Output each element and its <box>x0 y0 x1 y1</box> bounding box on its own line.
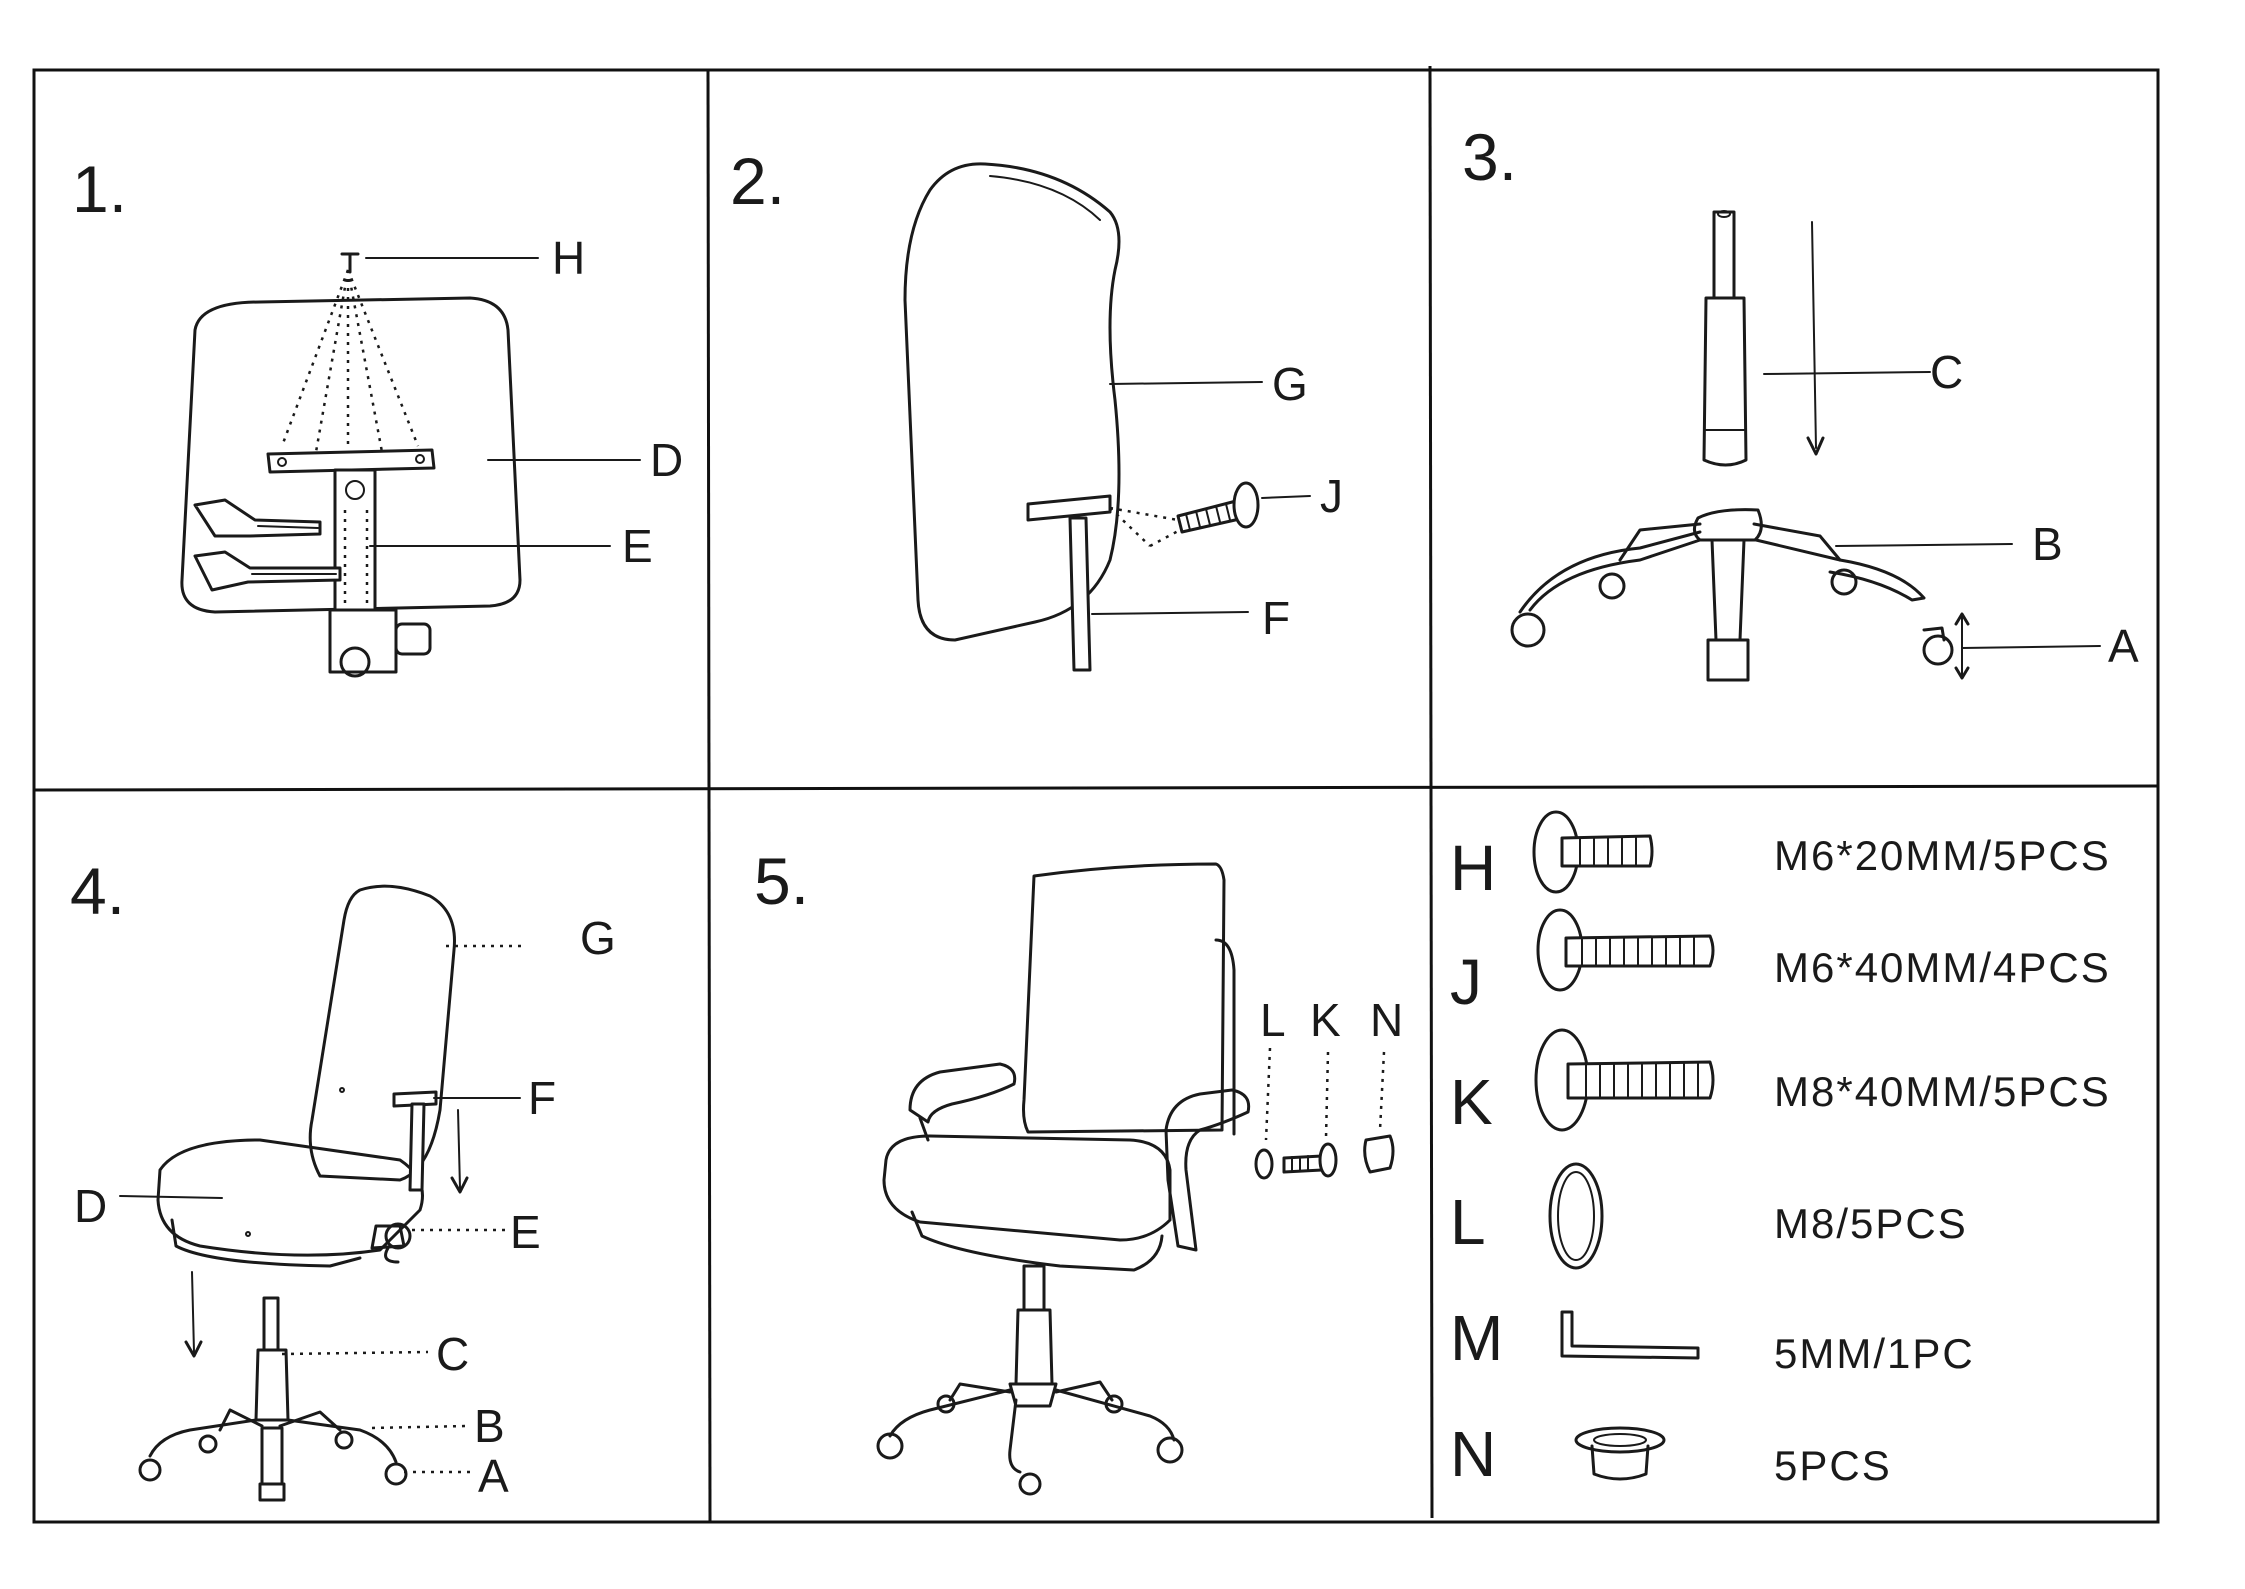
panel-grid <box>32 65 2160 1524</box>
label-b: B <box>2032 518 2063 570</box>
step-number: 2. <box>730 144 785 218</box>
hardware-spec: M8/5PCS <box>1774 1200 1968 1247</box>
cap-icon <box>1574 1426 1666 1481</box>
label-a: A <box>478 1450 509 1502</box>
caster-a-illustration <box>1922 612 1970 680</box>
label-g: G <box>1272 358 1308 410</box>
label-f: F <box>528 1072 556 1124</box>
hardware-letter: K <box>1450 1066 1493 1138</box>
washer-icon <box>1548 1162 1604 1270</box>
gas-lift-illustration <box>1702 210 1748 467</box>
label-f: F <box>1262 592 1290 644</box>
label-a: A <box>2108 620 2139 672</box>
hardware-list: H M6*20MM/5PCS J M6*40MM/4PCS K <box>1450 810 2111 1490</box>
long-bolt-icon <box>1534 1028 1715 1132</box>
short-bolt-icon <box>1532 810 1654 894</box>
hardware-row-l: L M8/5PCS <box>1450 1162 1968 1270</box>
label-h: H <box>552 232 585 284</box>
step-number: 3. <box>1462 120 1517 194</box>
panel-step-1: 1. <box>72 152 683 678</box>
bolt-k-icon <box>1282 1142 1338 1178</box>
label-d: D <box>650 434 683 486</box>
hardware-spec: M8*40MM/5PCS <box>1774 1068 2111 1115</box>
chair-base-illustration <box>1510 508 1926 682</box>
down-arrow-icon <box>1806 221 1825 456</box>
label-n: N <box>1370 994 1403 1046</box>
step-number: 1. <box>72 152 127 226</box>
label-c: C <box>1930 346 1963 398</box>
hardware-spec: 5MM/1PC <box>1774 1330 1975 1377</box>
screw-h-icon <box>340 252 360 274</box>
hardware-row-m: M 5MM/1PC <box>1450 1302 1975 1377</box>
hardware-spec: 5PCS <box>1774 1442 1892 1489</box>
down-arrow-icon <box>450 1109 469 1194</box>
hardware-letter: H <box>1450 832 1496 904</box>
label-k: K <box>1310 994 1341 1046</box>
label-c: C <box>436 1328 469 1380</box>
seat-underside-illustration <box>180 269 522 678</box>
hardware-row-k: K M8*40MM/5PCS <box>1450 1028 2111 1138</box>
panel-step-4: 4. <box>70 854 616 1502</box>
label-d: D <box>74 1180 107 1232</box>
label-e: E <box>622 520 653 572</box>
chair-body-illustration <box>156 884 456 1268</box>
assembled-chair-illustration <box>876 862 1251 1496</box>
hardware-letter: L <box>1450 1186 1486 1258</box>
hardware-spec: M6*40MM/4PCS <box>1774 944 2111 991</box>
label-g: G <box>580 912 616 964</box>
hardware-row-j: J M6*40MM/4PCS <box>1450 908 2111 1018</box>
washer-l-icon <box>1254 1148 1274 1180</box>
panel-step-5: 5. <box>754 844 1403 1496</box>
hardware-row-n: N 5PCS <box>1450 1418 1892 1490</box>
panel-step-2: 2. G J F <box>730 144 1343 672</box>
label-b: B <box>474 1400 505 1452</box>
down-arrow-icon <box>184 1271 203 1358</box>
label-j: J <box>1320 470 1343 522</box>
step-number: 5. <box>754 844 809 918</box>
hardware-letter: J <box>1450 946 1482 1018</box>
base-assembly-illustration <box>138 1296 408 1502</box>
panel-step-3: 3. <box>1462 120 2139 682</box>
hardware-letter: N <box>1450 1418 1496 1490</box>
label-e: E <box>510 1206 541 1258</box>
hex-key-icon <box>1560 1310 1700 1360</box>
step-number: 4. <box>70 854 125 928</box>
hardware-row-h: H M6*20MM/5PCS <box>1450 810 2111 904</box>
long-bolt-icon <box>1536 908 1715 992</box>
cap-n-icon <box>1363 1134 1395 1174</box>
hardware-letter: M <box>1450 1302 1503 1374</box>
backrest-illustration <box>903 162 1260 672</box>
label-l: L <box>1260 994 1286 1046</box>
hardware-spec: M6*20MM/5PCS <box>1774 832 2111 879</box>
